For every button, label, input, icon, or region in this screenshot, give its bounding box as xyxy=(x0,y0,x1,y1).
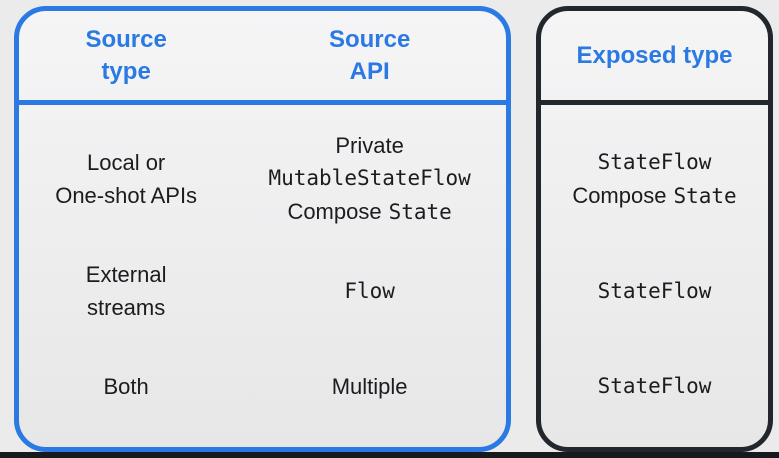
exposed-type-header: Exposed type xyxy=(576,41,733,69)
source-table-header: Source type Source API xyxy=(19,11,506,105)
exposed-type-cell: StateFlow xyxy=(541,275,768,308)
api-line-flow: Flow xyxy=(344,278,395,303)
source-type-header: Source type xyxy=(85,25,167,85)
bottom-edge-bar xyxy=(0,452,779,458)
exposed-line-stateflow: StateFlow xyxy=(597,278,712,303)
source-api-cell: Multiple xyxy=(233,370,506,403)
api-line-private: Private xyxy=(335,133,404,159)
source-type-cell: Local or One-shot APIs xyxy=(55,150,198,209)
exposed-type-cell: StateFlow Compose State xyxy=(541,146,768,213)
api-line-multiple: Multiple xyxy=(331,373,408,399)
table-row: StateFlow xyxy=(541,244,768,340)
exposed-type-cell: StateFlow xyxy=(541,370,768,403)
exposed-type-panel: Exposed type StateFlow Compose State Sta… xyxy=(536,6,773,452)
source-api-header: Source API xyxy=(328,25,411,85)
exposed-line-stateflow: StateFlow xyxy=(597,373,712,398)
state-code-label: State xyxy=(388,200,452,225)
source-api-cell: Private MutableStateFlow Compose State xyxy=(233,129,506,229)
state-code-label: State xyxy=(673,183,737,208)
api-line-mutablestateflow: MutableStateFlow xyxy=(268,166,471,191)
source-api-cell: Flow xyxy=(233,275,506,308)
compose-label: Compose xyxy=(287,199,382,225)
table-row: Local or One-shot APIs Private MutableSt… xyxy=(19,105,506,244)
exposed-line-stateflow: StateFlow xyxy=(597,149,712,174)
table-row: External streams Flow xyxy=(19,244,506,340)
exposed-line-compose-state: Compose State xyxy=(572,179,736,213)
api-line-compose-state: Compose State xyxy=(287,195,451,229)
source-table-body: Local or One-shot APIs Private MutableSt… xyxy=(19,105,506,447)
source-type-cell: External streams xyxy=(85,262,167,321)
exposed-type-body: StateFlow Compose State StateFlow StateF… xyxy=(541,105,768,447)
source-table-panel: Source type Source API Local or One-shot… xyxy=(14,6,511,452)
table-row: StateFlow Compose State xyxy=(541,105,768,244)
exposed-type-header-row: Exposed type xyxy=(541,11,768,105)
compose-label: Compose xyxy=(572,182,667,208)
table-row: Both Multiple xyxy=(19,339,506,447)
source-type-cell: Both xyxy=(103,373,149,399)
table-row: StateFlow xyxy=(541,339,768,447)
